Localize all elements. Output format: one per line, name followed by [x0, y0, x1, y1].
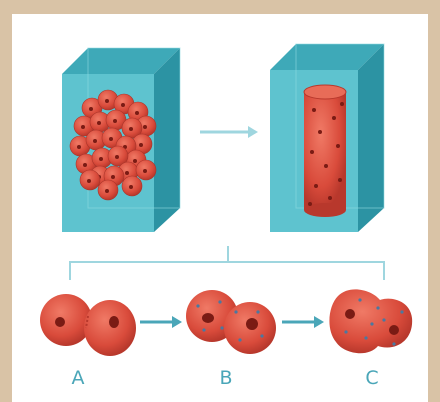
cell-pair-a [40, 294, 136, 356]
cluster-cell-nucleus [111, 175, 115, 179]
bracket [70, 246, 384, 280]
cluster-cell-nucleus [129, 127, 133, 131]
label-c: C [365, 367, 378, 389]
cluster-cell-nucleus [93, 139, 97, 143]
left-cube-side [154, 48, 180, 232]
cluster-cell-nucleus [121, 103, 125, 107]
cluster-cell-nucleus [105, 99, 109, 103]
cell-pair-b [186, 290, 276, 354]
cluster-cell-nucleus [99, 157, 103, 161]
cluster-cell-nucleus [87, 179, 91, 183]
cluster-cell-nucleus [115, 155, 119, 159]
label-b: B [219, 367, 232, 389]
cluster-cell-nucleus [143, 125, 147, 129]
cluster-cell-nucleus [133, 159, 137, 163]
cluster-cell-nucleus [113, 119, 117, 123]
cluster-cell-nucleus [77, 145, 81, 149]
arrow-right-icon [200, 126, 258, 138]
cluster-cell-nucleus [89, 107, 93, 111]
right-cube-side [358, 44, 384, 232]
cluster-cell-nucleus [135, 111, 139, 115]
cluster-cell-nucleus [143, 169, 147, 173]
fused-cell-c [329, 289, 412, 353]
cluster-cell-nucleus [109, 137, 113, 141]
arrow-ab-icon [140, 316, 182, 328]
cluster-cell-nucleus [139, 143, 143, 147]
cluster-cell-nucleus [97, 121, 101, 125]
cluster-cell-nucleus [129, 185, 133, 189]
cluster-cell-nucleus [105, 189, 109, 193]
arrow-bc-icon [282, 316, 324, 328]
label-a: A [72, 367, 85, 389]
cluster-cell-nucleus [125, 171, 129, 175]
cell-tube [304, 85, 346, 217]
cluster-cell-nucleus [81, 125, 85, 129]
cluster-cell-nucleus [83, 163, 87, 167]
